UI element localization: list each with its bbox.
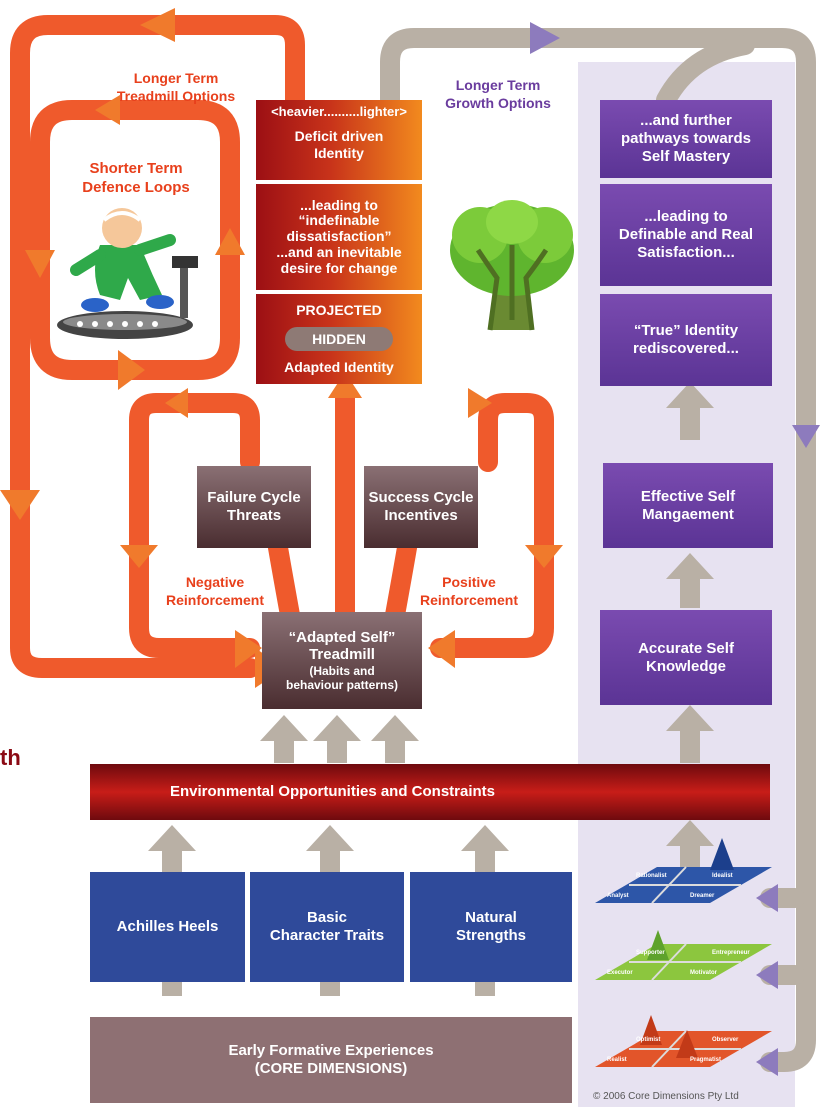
running-man-icon xyxy=(57,208,198,339)
plane-label-pragmatist: Pragmatist xyxy=(690,1057,722,1063)
deficit-identity-box: <heavier..........lighter> Deficit drive… xyxy=(256,100,422,180)
plane-label-optimist: Optimist xyxy=(636,1037,661,1043)
plane-label-executor: Executor xyxy=(607,970,633,976)
hidden-pill: HIDDEN xyxy=(285,326,393,352)
growth-arrowheads xyxy=(530,22,820,1076)
typology-planes xyxy=(595,838,772,1068)
copyright-notice: © 2006 Core Dimensions Pty Ltd xyxy=(593,1091,739,1102)
environment-bar xyxy=(90,764,770,820)
plane-label-rationalist: Rationalist xyxy=(636,873,667,879)
plane-label-idealist: Idealist xyxy=(712,873,733,879)
plane-label-motivator: Motivator xyxy=(690,970,717,976)
tree-icon xyxy=(450,200,574,331)
adapted-identity-box: PROJECTED HIDDEN Adapted Identity xyxy=(256,294,422,384)
early-experiences-box xyxy=(90,1017,572,1103)
plane-label-observer: Observer xyxy=(712,1037,739,1043)
plane-label-supporter: Supporter xyxy=(636,950,665,956)
achilles-heels-box: Achilles Heels xyxy=(90,872,245,982)
adapted-self-treadmill-box: “Adapted Self”Treadmill (Habits and beha… xyxy=(262,612,422,709)
plane-label-dreamer: Dreamer xyxy=(690,893,715,899)
treadmill-loop xyxy=(10,15,554,678)
plane-label-entrepreneur: Entrepreneur xyxy=(712,950,750,956)
growth-loop xyxy=(380,28,816,1072)
early-experiences-label: Early Formative Experiences(CORE DIMENSI… xyxy=(228,1042,434,1077)
plane-label-realist: Realist xyxy=(607,1057,627,1063)
cut-heading-fragment: th xyxy=(0,745,21,770)
environment-label: Environmental Opportunities and Constrai… xyxy=(169,783,496,801)
plane-label-analyst: Analyst xyxy=(607,893,629,899)
